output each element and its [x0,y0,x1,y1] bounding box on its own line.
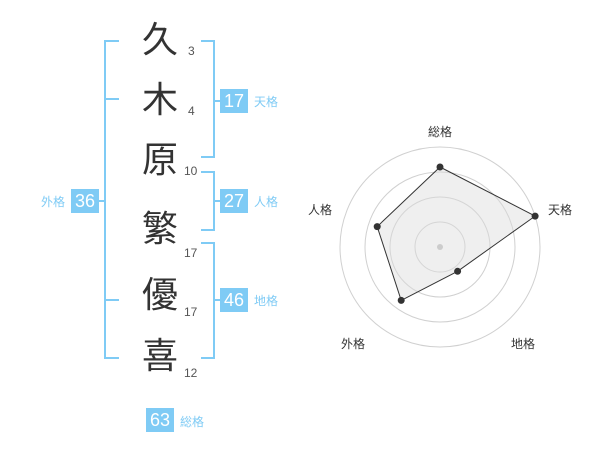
stroke-count-3: 10 [184,164,198,178]
name-char-4: 繁 [141,209,178,250]
stroke-count-4: 17 [184,246,198,260]
name-char-1: 久 [141,20,178,61]
gaikaku-bracket [104,40,119,359]
soukaku-value: 63 [146,408,174,432]
chikaku-label: 地格 [254,294,279,308]
axis-label-gaikaku: 外格 [341,337,366,351]
radar-point-5 [373,223,381,231]
axis-label-tenkaku: 天格 [548,203,573,217]
radar-grid-ring-3 [364,171,516,323]
tenkaku-value: 17 [220,89,248,113]
stroke-count-5: 17 [184,305,198,319]
radar-point-3 [454,267,462,275]
stroke-count-1: 3 [188,44,195,58]
stroke-count-2: 4 [188,104,195,118]
name-char-6: 喜 [141,336,178,377]
name-char-5: 優 [141,275,178,316]
stroke-count-6: 12 [184,366,198,380]
radar-center-dot [437,244,443,250]
axis-label-chikaku: 地格 [511,337,536,351]
radar-point-1 [436,163,444,171]
soukaku-label: 総格 [180,415,205,429]
chikaku-value: 46 [220,288,248,312]
tenkaku-bracket [201,40,215,158]
gaikaku-label: 外格 [41,195,66,209]
radar-point-4 [397,296,405,304]
gaikaku-value: 36 [71,189,99,213]
radar-grid-ring-2 [389,196,491,298]
radar-grid-ring-4 [339,146,541,348]
name-char-3: 原 [141,140,178,181]
jinkaku-label: 人格 [254,195,279,209]
radar-data-polygon [376,166,537,302]
jinkaku-value: 27 [220,189,248,213]
radar-grid-ring-1 [414,221,466,273]
name-char-2: 木 [141,80,178,121]
tenkaku-label: 天格 [254,95,279,109]
axis-label-jinkaku: 人格 [308,203,333,217]
radar-point-2 [531,212,539,220]
axis-label-soukaku: 総格 [428,125,453,139]
